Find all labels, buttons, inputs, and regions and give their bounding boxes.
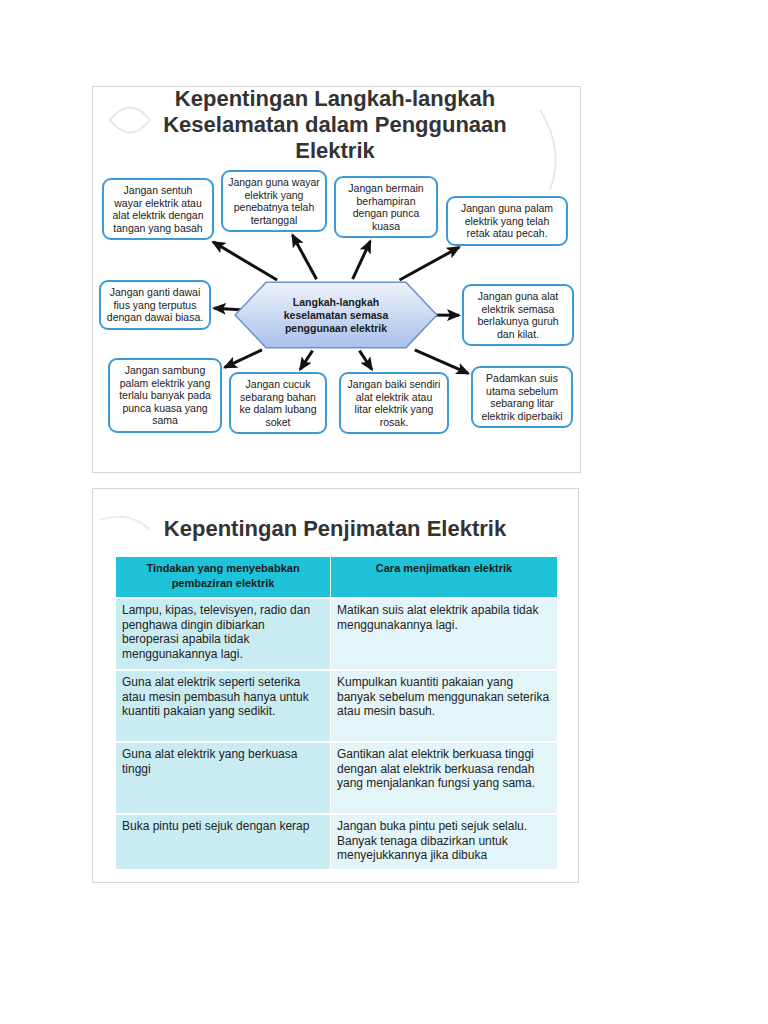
slide-title: Kepentingan Langkah-langkah Keselamatan … [150,86,520,164]
rule-box: Jangan baiki sendiri alat elektrik atau … [339,372,449,434]
arrow-connector [213,242,277,280]
rule-text: Jangan bermain berhampiran dengan punca … [348,182,423,232]
rule-text: Padamkan suis utama sebelum sebarang lit… [481,372,562,422]
rule-box: Jangan sentuh wayar elektrik atau alat e… [102,178,214,240]
arrow-connector [225,350,262,368]
rule-box: Jangan sambung palam elektrik yang terla… [108,358,222,433]
rule-box: Jangan guna wayar elektrik yang penebatn… [221,170,327,232]
cell-text: Cara menjimatkan elektrik [376,562,512,574]
table-cell: Guna alat elektrik seperti seterika atau… [116,671,330,741]
table-row: Tindakan yang menyebabkan pembaziran ele… [116,557,557,597]
table-row: Guna alat elektrik seperti seterika atau… [116,669,557,741]
table-cell: Kumpulkan kuantiti pakaian yang banyak s… [330,671,557,741]
table-cell: Guna alat elektrik yang berkuasa tinggi [116,743,330,813]
table-row: Buka pintu peti sejuk dengan kerap Jangan… [116,813,557,869]
table-cell: Buka pintu peti sejuk dengan kerap [116,815,330,869]
cell-text: Matikan suis alat elektrik apabila tidak… [337,603,538,632]
arrow-connector [359,351,371,370]
cell-text: Jangan buka pintu peti sejuk selalu. Ban… [337,819,527,862]
rule-box: Jangan guna palam elektrik yang telah re… [446,196,568,246]
rule-box: Jangan guna alat elektrik semasa berlaku… [462,284,574,346]
table-cell: Matikan suis alat elektrik apabila tidak… [330,599,557,669]
cell-text: Guna alat elektrik seperti seterika atau… [122,675,309,718]
rule-box: Jangan ganti dawai fius yang terputus de… [99,280,211,330]
rule-text: Jangan cucuk sebarang bahan ke dalam lub… [239,378,316,428]
table-cell: Lampu, kipas, televisyen, radio dan peng… [116,599,330,669]
rule-text: Jangan guna palam elektrik yang telah re… [461,202,553,239]
rule-text: Jangan ganti dawai fius yang terputus de… [107,286,203,323]
arrow-connector [353,241,371,279]
cell-text: Kumpulkan kuantiti pakaian yang banyak s… [337,675,549,718]
rule-text: Jangan guna alat elektrik semasa berlaku… [477,290,558,340]
header-cell: Tindakan yang menyebabkan pembaziran ele… [116,557,330,597]
central-hexagon: Langkah-langkah keselamatan semasa pengg… [233,281,439,349]
rule-text: Jangan sentuh wayar elektrik atau alat e… [112,184,203,234]
cell-text: Buka pintu peti sejuk dengan kerap [122,819,309,833]
hub-text: Langkah-langkah keselamatan semasa pengg… [271,296,401,335]
slide-title: Kepentingan Penjimatan Elektrik [120,516,550,542]
rule-text: Jangan sambung palam elektrik yang terla… [119,364,211,426]
rule-text: Jangan baiki sendiri alat elektrik atau … [348,378,441,428]
cell-text: Tindakan yang menyebabkan pembaziran ele… [146,562,299,589]
table-row: Guna alat elektrik yang berkuasa tinggi G… [116,741,557,813]
arrow-connector [400,247,460,280]
table-cell: Gantikan alat elektrik berkuasa tinggi d… [330,743,557,813]
arrow-connector [415,350,468,374]
cell-text: Lampu, kipas, televisyen, radio dan peng… [122,603,310,661]
rule-text: Jangan guna wayar elektrik yang penebatn… [228,176,320,226]
table-row: Lampu, kipas, televisyen, radio dan peng… [116,597,557,669]
header-cell: Cara menjimatkan elektrik [330,557,557,597]
table-cell: Jangan buka pintu peti sejuk selalu. Ban… [330,815,557,869]
arrow-connector [292,235,316,279]
rule-box: Padamkan suis utama sebelum sebarang lit… [471,366,573,428]
rule-box: Jangan bermain berhampiran dengan punca … [334,176,438,238]
arrow-connector [300,351,312,370]
saving-table: Tindakan yang menyebabkan pembaziran ele… [116,557,557,869]
rule-box: Jangan cucuk sebarang bahan ke dalam lub… [229,372,327,434]
cell-text: Gantikan alat elektrik berkuasa tinggi d… [337,747,535,790]
cell-text: Guna alat elektrik yang berkuasa tinggi [122,747,297,776]
